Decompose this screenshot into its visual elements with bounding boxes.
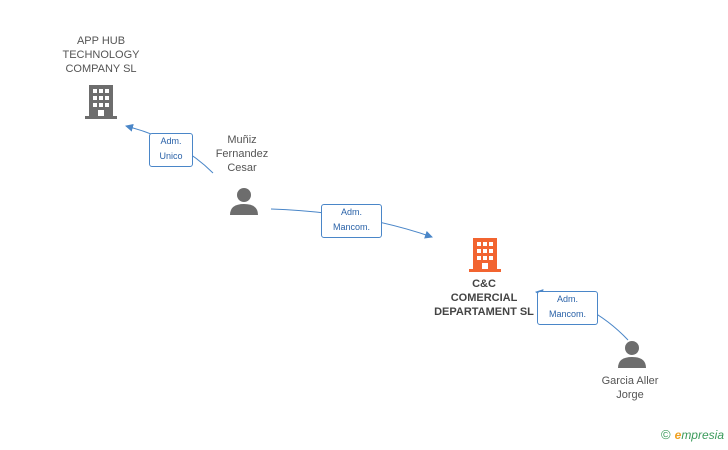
building-icon[interactable] [85, 85, 117, 119]
copyright-icon: © [661, 427, 671, 442]
node-label-cc: C&C COMERCIAL DEPARTAMENT SL [434, 278, 534, 318]
empresia-brand: ©empresia [661, 427, 724, 442]
node-label-garcia: Garcia Aller Jorge [601, 375, 659, 401]
edge-label-adm-mancom-munoz[interactable]: Adm. Mancom. [321, 204, 382, 238]
node-label-munoz: Muñiz Fernandez Cesar [215, 134, 269, 174]
node-label-apphub: APP HUB TECHNOLOGY COMPANY SL [62, 35, 140, 75]
brand-name: mpresia [681, 428, 724, 442]
edge-label-adm-mancom-garcia[interactable]: Adm. Mancom. [537, 291, 598, 325]
person-icon[interactable] [617, 340, 647, 368]
person-icon[interactable] [229, 187, 259, 215]
edge-label-adm-unico[interactable]: Adm. Unico [149, 133, 193, 167]
brand-logo-e: e [674, 428, 682, 442]
building-icon-highlighted[interactable] [469, 238, 501, 272]
